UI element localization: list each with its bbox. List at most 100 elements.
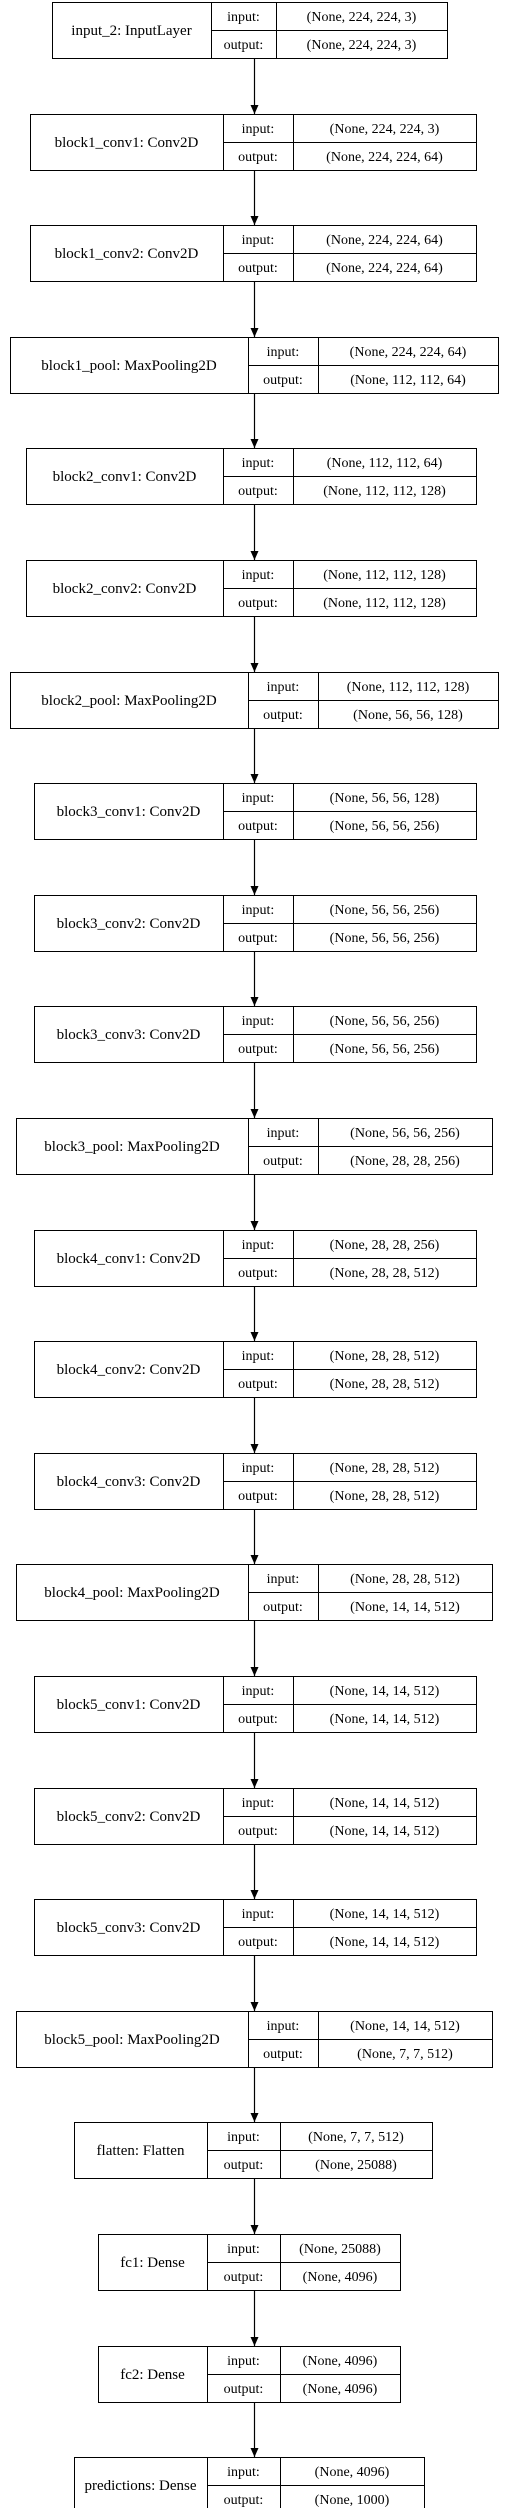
output-shape: (None, 112, 112, 64) [350, 373, 466, 388]
input-shape: (None, 14, 14, 512) [330, 1796, 440, 1811]
input-shape: (None, 4096) [315, 2465, 390, 2480]
layer-node: block5_conv2: Conv2Dinput:output:(None, … [34, 1788, 477, 1845]
output-shape: (None, 4096) [303, 2382, 378, 2397]
layer-node: block1_conv2: Conv2D input: output: (None, … [30, 225, 477, 282]
output-shape: (None, 28, 28, 512) [330, 1489, 440, 1504]
input-label: input: [227, 2354, 260, 2369]
input-label: input: [242, 1238, 275, 1253]
input-label: input: [242, 1907, 275, 1922]
layer-node: block1_pool: MaxPooling2Dinput:output:(N… [10, 337, 499, 394]
output-shape: (None, 224, 224, 3) [307, 38, 417, 53]
input-shape: (None, 4096) [303, 2354, 378, 2369]
layer-nodes: input_2: InputLayer input: output: (None, 2… [10, 2, 499, 2508]
output-label: output: [224, 2382, 264, 2397]
output-label: output: [238, 261, 278, 276]
input-label: input: [227, 2465, 260, 2480]
output-shape: (None, 224, 224, 64) [326, 150, 443, 165]
layer-node: block4_conv3: Conv2D input: output: (None, … [34, 1453, 477, 1510]
output-label: output: [238, 1712, 278, 1727]
output-label: output: [238, 819, 278, 834]
input-label: input: [267, 1126, 300, 1141]
layer-node: block2_conv2: Conv2D input: output: (None, … [26, 560, 477, 617]
layer-name: block1_conv2: Conv2D [55, 246, 199, 262]
layer-node: predictions: Dense input: output: (None, 40… [74, 2457, 425, 2508]
input-label: input: [242, 233, 275, 248]
output-shape: (None, 14, 14, 512) [330, 1935, 440, 1950]
input-label: input: [242, 903, 275, 918]
layer-node: block3_conv1: Conv2Dinput:output:(None, … [34, 783, 477, 840]
output-label: output: [238, 1377, 278, 1392]
input-label: input: [267, 1572, 300, 1587]
output-label: output: [238, 150, 278, 165]
layer-node: block5_conv1: Conv2D input: output: (None, … [34, 1676, 477, 1733]
input-shape: (None, 224, 224, 3) [307, 10, 417, 25]
input-label: input: [242, 1684, 275, 1699]
output-shape: (None, 112, 112, 128) [323, 596, 446, 611]
output-shape: (None, 28, 28, 512) [330, 1377, 440, 1392]
layer-name: block5_pool: MaxPooling2D [44, 2032, 220, 2048]
output-label: output: [238, 931, 278, 946]
layer-name: block4_conv2: Conv2D [57, 1362, 201, 1378]
layer-node: block2_conv1: Conv2Dinput:output:(None, … [26, 448, 477, 505]
layer-node: block1_conv1: Conv2Dinput:output:(None, … [30, 114, 477, 171]
input-shape: (None, 25088) [299, 2242, 381, 2257]
output-shape: (None, 224, 224, 64) [326, 261, 443, 276]
input-label: input: [227, 2130, 260, 2145]
output-shape: (None, 28, 28, 256) [350, 1154, 460, 1169]
layer-name: block4_conv3: Conv2D [57, 1474, 201, 1490]
input-shape: (None, 14, 14, 512) [330, 1907, 440, 1922]
output-label: output: [238, 596, 278, 611]
layer-name: block2_pool: MaxPooling2D [41, 693, 217, 709]
input-label: input: [242, 1461, 275, 1476]
layer-name: input_2: InputLayer [71, 23, 191, 39]
layer-name: block2_conv2: Conv2D [53, 581, 197, 597]
input-label: input: [242, 1796, 275, 1811]
layer-name: block2_conv1: Conv2D [53, 469, 197, 485]
input-label: input: [242, 1349, 275, 1364]
input-label: input: [242, 568, 275, 583]
input-shape: (None, 28, 28, 512) [330, 1349, 440, 1364]
input-shape: (None, 112, 112, 128) [323, 568, 446, 583]
output-label: output: [238, 1489, 278, 1504]
input-shape: (None, 14, 14, 512) [350, 2019, 460, 2034]
output-shape: (None, 112, 112, 128) [323, 484, 446, 499]
layer-name: block1_pool: MaxPooling2D [41, 358, 217, 374]
layer-node: block5_conv3: Conv2Dinput:output:(None, … [34, 1899, 477, 1956]
output-label: output: [263, 1154, 303, 1169]
input-shape: (None, 14, 14, 512) [330, 1684, 440, 1699]
output-shape: (None, 56, 56, 256) [330, 931, 440, 946]
layer-name: block3_pool: MaxPooling2D [44, 1139, 220, 1155]
layer-node: block3_conv2: Conv2Dinput:output:(None, … [34, 895, 477, 952]
layer-node: block4_conv2: Conv2D input: output: (None, … [34, 1341, 477, 1398]
input-label: input: [227, 10, 260, 25]
input-shape: (None, 112, 112, 64) [327, 456, 443, 471]
layer-node: block4_conv1: Conv2D input: output: (None, … [34, 1230, 477, 1287]
layer-node: block2_pool: MaxPooling2Dinput:output:(N… [10, 672, 499, 729]
layer-name: block4_conv1: Conv2D [57, 1251, 201, 1267]
layer-name: block3_conv1: Conv2D [57, 804, 201, 820]
layer-node: block3_conv3: Conv2Dinput:output:(None, … [34, 1006, 477, 1063]
input-label: input: [242, 122, 275, 137]
input-label: input: [227, 2242, 260, 2257]
input-shape: (None, 224, 224, 64) [326, 233, 443, 248]
input-shape: (None, 56, 56, 128) [330, 791, 440, 806]
output-label: output: [224, 2493, 264, 2508]
layer-name: predictions: Dense [84, 2478, 196, 2494]
layer-box [74, 2457, 425, 2508]
output-label: output: [238, 1266, 278, 1281]
output-shape: (None, 25088) [315, 2158, 397, 2173]
output-label: output: [238, 1824, 278, 1839]
layer-name: block5_conv1: Conv2D [57, 1697, 201, 1713]
layer-name: block4_pool: MaxPooling2D [44, 1585, 220, 1601]
input-shape: (None, 7, 7, 512) [308, 2130, 404, 2145]
input-shape: (None, 28, 28, 256) [330, 1238, 440, 1253]
input-label: input: [267, 680, 300, 695]
layer-name: flatten: Flatten [97, 2143, 185, 2159]
input-shape: (None, 112, 112, 128) [347, 680, 470, 695]
output-shape: (None, 4096) [303, 2270, 378, 2285]
output-label: output: [263, 1600, 303, 1615]
output-shape: (None, 56, 56, 128) [353, 708, 463, 723]
